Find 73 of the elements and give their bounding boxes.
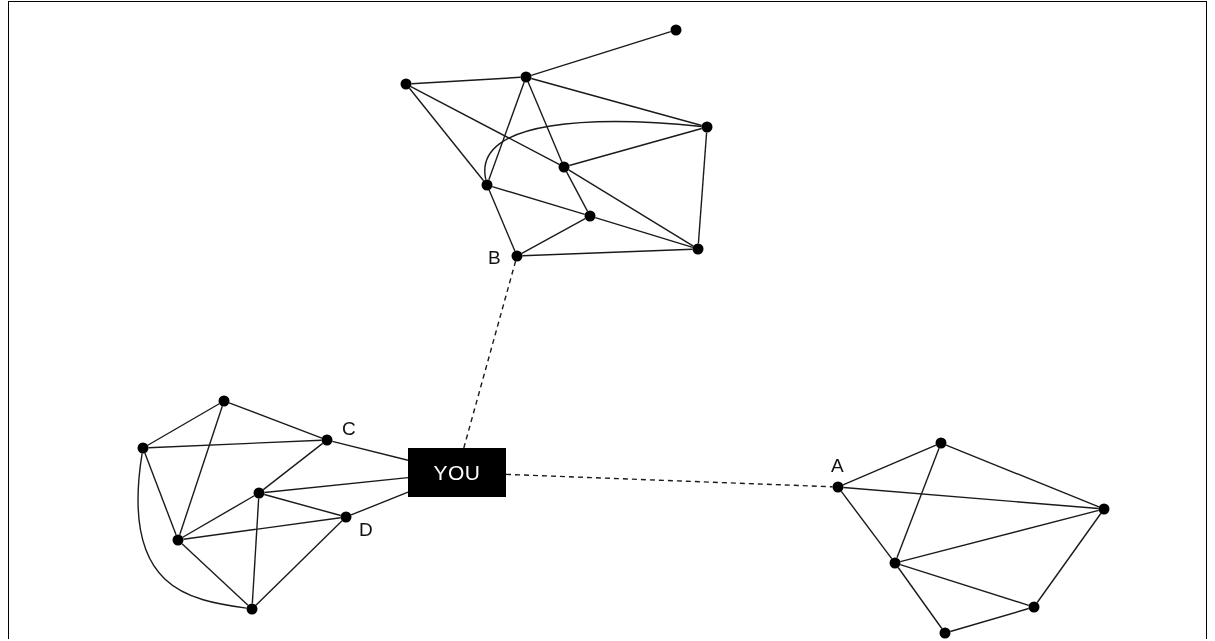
connector-line	[949, 607, 1030, 633]
connector-line	[568, 127, 703, 167]
connector-line	[565, 171, 589, 212]
connector-line	[144, 452, 177, 536]
dashed-connector	[505, 473, 834, 488]
connector-line	[408, 87, 485, 182]
connector-line	[410, 85, 560, 166]
network-dot	[340, 511, 352, 523]
connector-line	[181, 543, 249, 606]
node-letter: D	[359, 520, 373, 539]
connector-line	[350, 491, 409, 516]
connector-line	[568, 169, 694, 247]
connector-line	[137, 452, 248, 609]
connector-line	[842, 444, 937, 486]
network-dot	[246, 603, 258, 615]
network-dot	[670, 24, 682, 36]
connector-line	[179, 405, 223, 536]
connector-line	[488, 189, 516, 252]
connector-line	[945, 444, 1100, 508]
network-dot	[172, 534, 184, 546]
connector-line	[697, 131, 708, 245]
network-dot	[218, 395, 230, 407]
connector-line	[410, 76, 522, 85]
network-dot	[558, 161, 570, 173]
connector-line	[491, 185, 586, 216]
connector-line	[899, 509, 1100, 563]
network-dot	[511, 250, 523, 262]
network-dot	[889, 557, 901, 569]
label-box	[408, 448, 506, 497]
connector-line	[484, 121, 703, 181]
connector-line	[147, 403, 220, 446]
network-dot	[832, 481, 844, 493]
connector-line	[263, 476, 409, 494]
network-dot	[253, 487, 265, 499]
connector-line	[897, 566, 943, 630]
connector-line	[899, 563, 1030, 607]
network-dot	[935, 437, 947, 449]
connector-line	[594, 216, 694, 249]
dashed-connector	[463, 260, 517, 449]
network-dot	[939, 627, 951, 639]
connector-line	[182, 517, 342, 540]
connector-line	[255, 520, 343, 606]
network-dot	[692, 243, 704, 255]
connector-line	[842, 486, 1100, 510]
node-letter: A	[831, 456, 844, 475]
connector-line	[530, 77, 703, 127]
connector-line	[263, 493, 342, 517]
connector-line	[182, 495, 255, 538]
connector-line	[251, 497, 260, 605]
connector-line	[147, 439, 323, 449]
node-letter: B	[488, 248, 501, 267]
connector-line	[262, 442, 324, 491]
connector-line	[896, 447, 940, 559]
network-dot	[137, 442, 149, 454]
connector-line	[228, 402, 323, 439]
connector-line	[840, 490, 893, 560]
network-dot	[1098, 503, 1110, 515]
network-dot	[400, 78, 412, 90]
node-letter: C	[342, 419, 356, 438]
network-dot	[701, 121, 713, 133]
network-dot	[1028, 601, 1040, 613]
connector-line	[527, 81, 563, 163]
connector-line	[521, 248, 694, 257]
connector-line	[331, 440, 409, 461]
network-dot	[584, 210, 596, 222]
network-dot	[321, 434, 333, 446]
connector-line	[521, 217, 586, 255]
box-label: YOU	[433, 460, 481, 485]
connector-line	[488, 81, 525, 181]
network-dot	[520, 71, 532, 83]
connector-line	[1036, 512, 1102, 604]
connector-line	[530, 30, 672, 77]
network-dot	[481, 179, 493, 191]
